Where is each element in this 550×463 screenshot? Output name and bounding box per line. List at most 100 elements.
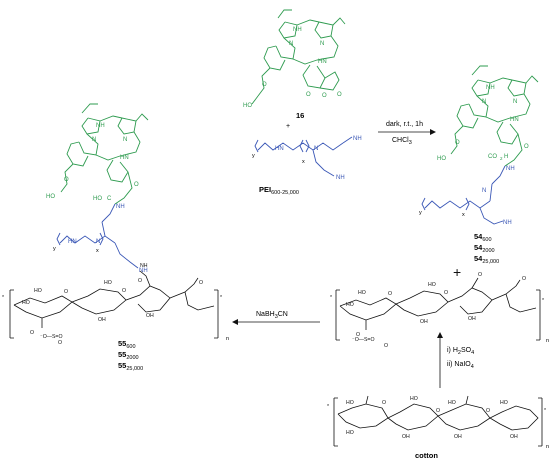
svg-text:N: N: [482, 99, 486, 105]
svg-text:NH: NH: [96, 123, 105, 129]
svg-text:⁻O—S=O: ⁻O—S=O: [40, 334, 63, 340]
svg-text:N: N: [314, 146, 318, 152]
condition-step1-a: dark, r.t., 1h: [386, 121, 423, 128]
svg-text:N: N: [96, 239, 100, 245]
svg-text:O: O: [444, 290, 448, 296]
conjugate-54-pei: NH N NH y x: [419, 165, 515, 226]
svg-text:OH: OH: [402, 434, 410, 440]
svg-text:n: n: [226, 336, 229, 342]
svg-text:NH: NH: [116, 204, 125, 210]
product-54-2000: 542000: [474, 243, 495, 254]
plus-large: +: [453, 264, 461, 280]
svg-text:*: *: [544, 408, 546, 414]
pei-label: PEI600-25,000: [259, 185, 299, 196]
svg-text:HO: HO: [448, 400, 456, 406]
svg-text:N: N: [482, 188, 486, 194]
svg-text:O: O: [356, 332, 360, 338]
svg-text:HN: HN: [275, 146, 284, 152]
product-55-2000: 552000: [118, 350, 139, 361]
svg-text:NH: NH: [140, 263, 148, 269]
svg-text:O: O: [455, 140, 460, 146]
svg-text:HN: HN: [68, 239, 77, 245]
svg-text:O: O: [486, 408, 490, 414]
svg-text:⁻O—S=O: ⁻O—S=O: [352, 337, 375, 343]
svg-text:y: y: [252, 153, 255, 159]
arrow-oxidation: [437, 332, 443, 388]
svg-text:HO: HO: [358, 290, 366, 296]
svg-text:N: N: [513, 99, 517, 105]
svg-text:*: *: [330, 295, 332, 301]
svg-text:N: N: [320, 41, 324, 47]
svg-text:NH: NH: [139, 268, 148, 274]
condition-oxidation-1: i) H2SO4: [447, 347, 474, 356]
svg-text:HO: HO: [34, 288, 42, 294]
svg-text:NH: NH: [503, 220, 512, 226]
svg-text:O: O: [134, 182, 139, 188]
svg-text:n: n: [546, 338, 549, 344]
condition-oxidation-2: ii) NaIO4: [447, 361, 474, 370]
conjugate-55-pei: NH HN N NH y x: [53, 203, 148, 274]
product-54-600: 54600: [474, 232, 492, 243]
svg-text:HO: HO: [346, 302, 354, 308]
svg-text:C: C: [107, 196, 112, 202]
conjugate-55-sugar-chain: * * HO HO O HO OH O O OH O NH O ⁻O—S=O O…: [2, 263, 229, 346]
svg-text:HO: HO: [437, 156, 446, 162]
compound-16-label: 16: [296, 111, 304, 120]
svg-text:N: N: [123, 137, 127, 143]
svg-text:y: y: [419, 210, 422, 216]
conjugate-55-structure: NH HN N N HO O HO C O: [46, 103, 149, 205]
svg-text:n: n: [546, 444, 549, 450]
svg-text:O: O: [138, 278, 142, 284]
cotton-cellulose-structure: * * HO HO O HO OH O HO OH O HO OH n: [327, 395, 549, 450]
chlorin-16-structure: NH HN N N HO O O O O: [243, 9, 346, 109]
svg-text:2: 2: [500, 156, 503, 161]
svg-text:O: O: [58, 340, 62, 346]
svg-text:HN: HN: [510, 117, 519, 123]
svg-text:O: O: [388, 291, 392, 297]
svg-text:HO: HO: [46, 194, 55, 200]
svg-text:HO: HO: [410, 396, 418, 402]
svg-text:OH: OH: [420, 319, 428, 325]
condition-step1-b: CHCl3: [392, 137, 412, 146]
plus-small: +: [286, 123, 290, 130]
svg-text:NH: NH: [293, 27, 302, 33]
svg-text:O: O: [436, 408, 440, 414]
svg-text:O: O: [522, 276, 526, 282]
svg-text:HO: HO: [93, 196, 102, 202]
svg-text:x: x: [462, 212, 465, 218]
svg-text:*: *: [220, 295, 222, 301]
svg-text:NH: NH: [506, 166, 515, 172]
svg-text:O: O: [524, 144, 529, 150]
arrow-reduction: [232, 319, 320, 325]
svg-text:HO: HO: [22, 300, 30, 306]
svg-text:HN: HN: [120, 155, 129, 161]
svg-text:OH: OH: [454, 434, 462, 440]
svg-text:O: O: [262, 82, 267, 88]
svg-text:*: *: [542, 298, 544, 304]
svg-text:HO: HO: [428, 282, 436, 288]
svg-text:NH: NH: [486, 85, 495, 91]
svg-text:HO: HO: [104, 280, 112, 286]
svg-text:HO: HO: [346, 400, 354, 406]
cotton-label: cotton: [415, 451, 438, 460]
svg-text:N: N: [92, 137, 96, 143]
svg-text:*: *: [2, 295, 4, 301]
svg-text:O: O: [478, 272, 482, 278]
svg-text:CO: CO: [488, 154, 497, 160]
svg-text:OH: OH: [468, 316, 476, 322]
pei-structure: HN N NH NH y x: [252, 136, 362, 181]
svg-text:HO: HO: [243, 103, 252, 109]
conjugate-54-structure: NH HN N N HO O CO 2 H O: [437, 65, 539, 167]
svg-text:NH: NH: [336, 175, 345, 181]
arrow-step1: [378, 129, 436, 135]
svg-text:OH: OH: [98, 317, 106, 323]
oxidized-cellulose-structure: * * HO HO O HO OH O O O OH O ⁻O—S=O O n: [330, 272, 549, 349]
svg-text:O: O: [322, 93, 327, 99]
svg-text:O: O: [382, 400, 386, 406]
svg-text:O: O: [199, 280, 203, 286]
svg-text:OH: OH: [510, 434, 518, 440]
svg-text:O: O: [64, 177, 69, 183]
product-55-600: 55600: [118, 339, 136, 350]
svg-text:HO: HO: [500, 400, 508, 406]
svg-text:O: O: [384, 343, 388, 349]
